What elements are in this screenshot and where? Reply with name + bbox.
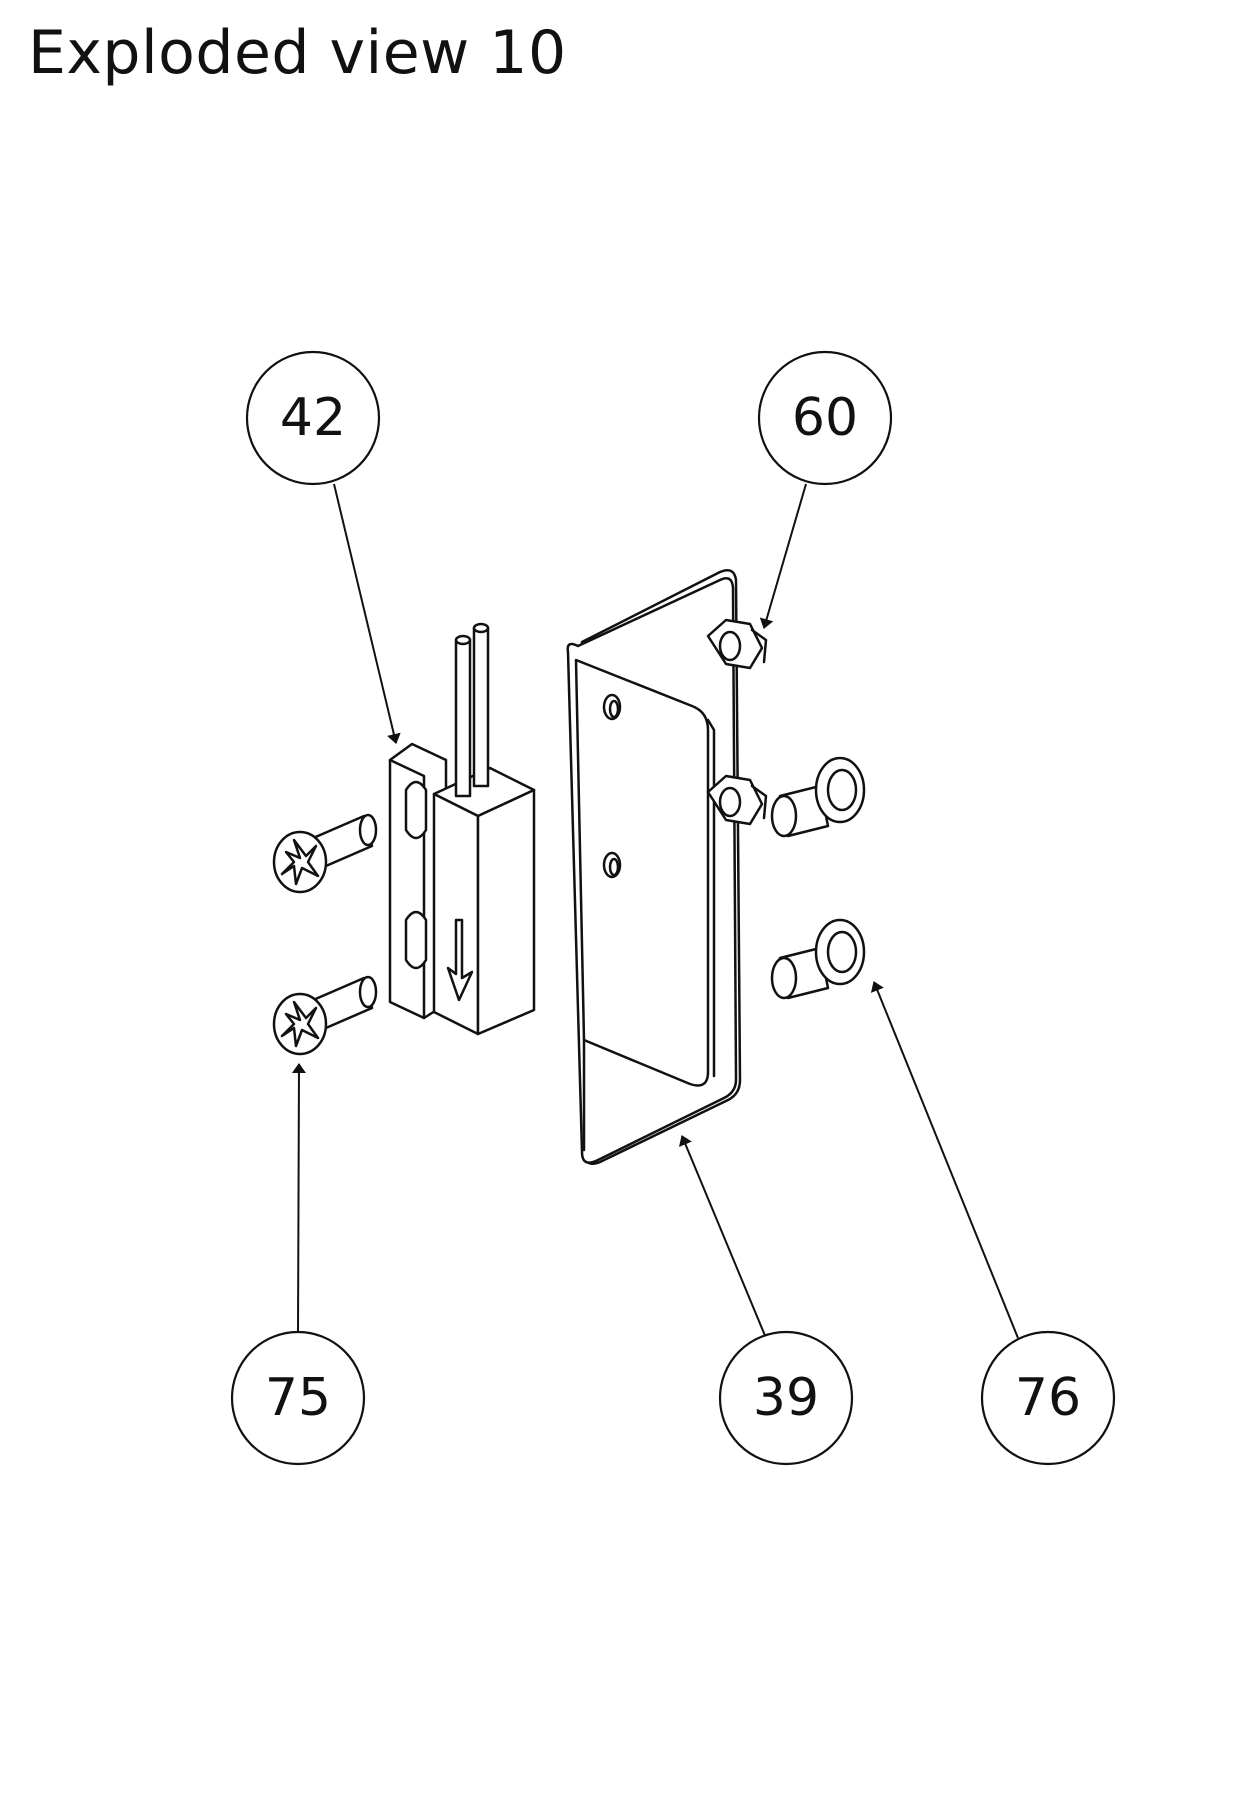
leader-76 bbox=[870, 981, 1019, 1339]
balloon-60: 60 bbox=[757, 350, 893, 486]
screw-upper bbox=[272, 813, 378, 894]
mounting-plate-part bbox=[566, 569, 742, 1165]
balloon-75: 75 bbox=[230, 1330, 366, 1466]
leader-60 bbox=[759, 483, 807, 629]
balloon-label-39: 39 bbox=[753, 1368, 819, 1428]
balloon-42: 42 bbox=[245, 350, 381, 486]
balloon-76: 76 bbox=[980, 1330, 1116, 1466]
pin-upper bbox=[770, 756, 866, 838]
leader-42 bbox=[333, 483, 401, 744]
screw-lower bbox=[272, 975, 378, 1056]
balloon-label-76: 76 bbox=[1015, 1368, 1081, 1428]
leader-75 bbox=[291, 1063, 306, 1335]
balloon-label-42: 42 bbox=[280, 388, 346, 448]
hex-nut-lower bbox=[706, 774, 768, 826]
pin-lower bbox=[770, 918, 866, 1000]
balloon-label-75: 75 bbox=[265, 1368, 331, 1428]
leader-39 bbox=[678, 1135, 767, 1339]
balloon-39: 39 bbox=[718, 1330, 854, 1466]
sensor-bracket-part bbox=[388, 622, 536, 1036]
hex-nut-upper bbox=[706, 618, 768, 670]
balloon-label-60: 60 bbox=[792, 388, 858, 448]
page-title: Exploded view 10 bbox=[28, 18, 567, 88]
